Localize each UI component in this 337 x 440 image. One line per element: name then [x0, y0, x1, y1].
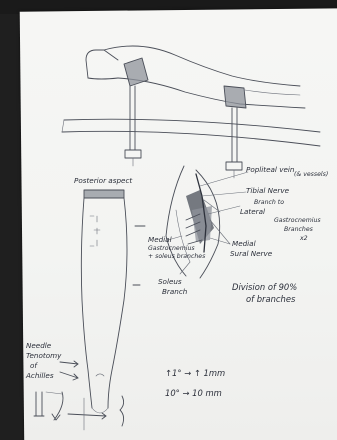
label-soleus-branch-2: Branch [162, 287, 188, 296]
label-gastrocnemius-branches: Gastrocnemius [274, 216, 321, 224]
label-needle-3: of [30, 361, 38, 370]
label-gastrocnemius: Gastrocnemius [148, 244, 195, 252]
label-medial-sural-1: Medial [232, 239, 256, 248]
label-soleus-branch-1: Soleus [158, 277, 182, 286]
label-branch-to: Branch to [254, 198, 284, 206]
label-soleus-branches: + soleus branches [148, 253, 206, 260]
label-division-1: Division of 90% [232, 282, 297, 292]
label-division-2: of branches [246, 294, 296, 304]
formula-line-2: 10° → 10 mm [165, 388, 222, 398]
label-needle-4: Achilles [25, 371, 54, 380]
posterior-leg-sketch: Posterior aspect [74, 176, 145, 413]
nerve-anatomy-sketch [166, 166, 248, 278]
label-posterior-aspect: Posterior aspect [74, 176, 133, 185]
label-x2: x2 [299, 235, 308, 242]
label-needle-1: Needle [26, 341, 52, 350]
prone-patient-sketch [62, 46, 320, 178]
label-medial-gastrocnemius: Medial [148, 235, 172, 244]
label-popliteal-vein: Popliteal vein [246, 165, 295, 174]
cuff-ankle [124, 58, 148, 86]
label-popliteal-vein-note: (& vessels) [294, 171, 328, 178]
label-lateral: Lateral [240, 207, 265, 216]
label-tibial-nerve: Tibial Nerve [246, 186, 290, 195]
formula-line-1: ↑1° → ↑ 1mm [165, 368, 225, 378]
label-needle-2: Tenotomy [26, 351, 62, 360]
label-branches: Branches [284, 226, 314, 233]
label-medial-sural-2: Sural Nerve [230, 249, 273, 258]
cuff-thigh [224, 86, 246, 108]
